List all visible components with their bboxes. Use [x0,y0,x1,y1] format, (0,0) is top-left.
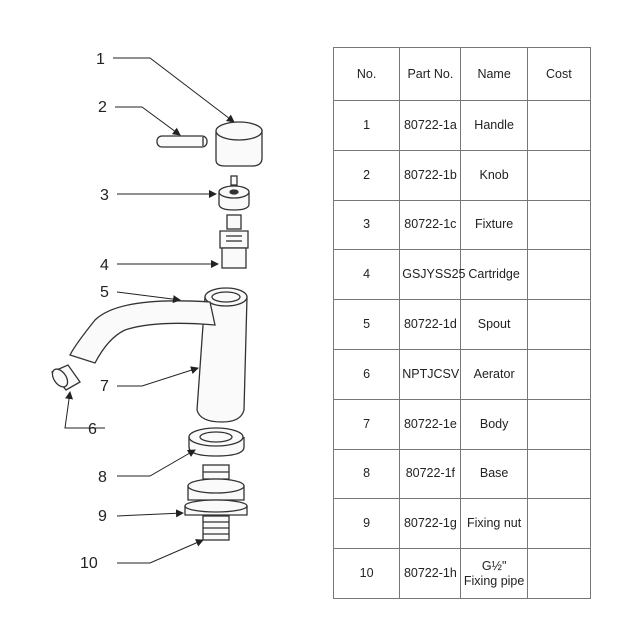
cell-part-no: 80722-1h [399,548,462,599]
cell-no: 9 [332,498,401,550]
leader-line-8 [117,449,196,477]
fixing-pipe-part [202,515,230,541]
parts-table: No. Part No. Name Cost 1 80722-1a Handle… [332,47,592,599]
table-row: 8 80722-1f Base [332,448,592,500]
cell-cost [526,249,592,301]
callout-4: 4 [100,257,109,274]
header-no: No. [332,47,401,101]
cell-part-no: 80722-1d [399,299,462,350]
cell-cost [526,498,592,550]
table-row: 6 NPTJCSV Aerator [332,348,592,400]
cell-cost [526,149,592,201]
cell-no: 2 [332,149,401,201]
spout-part [69,300,216,364]
cell-no: 6 [332,348,401,400]
leader-line-2 [115,106,181,136]
cell-no: 7 [332,398,401,450]
cell-name: Knob [460,149,528,201]
table-row: 2 80722-1b Knob [332,149,592,201]
header-cost: Cost [526,47,592,101]
callout-9: 9 [98,508,107,525]
callout-6: 6 [88,421,97,438]
body-part [196,287,248,423]
leader-line-1 [113,57,235,123]
cell-no: 8 [332,448,401,500]
leader-line-10 [117,539,204,564]
cell-cost [526,348,592,400]
cell-name: Base [460,448,528,500]
cell-name: Aerator [460,348,528,400]
cell-name: Cartridge [460,249,528,301]
leader-line-5 [116,291,181,304]
table-header-row: No. Part No. Name Cost [332,47,592,101]
cell-cost [526,199,592,251]
aerator-part [50,364,81,391]
table-row: 1 80722-1a Handle [332,100,592,151]
cell-no: 4 [332,249,401,301]
callout-5: 5 [100,284,109,301]
leader-line-9 [116,509,184,518]
cell-cost [526,299,592,350]
callout-7: 7 [100,378,109,395]
cell-no: 10 [332,548,401,599]
fixing-nut-part [184,464,248,516]
table-row: 3 80722-1c Fixture [332,199,592,251]
callout-2: 2 [98,99,107,116]
cell-cost [526,100,592,151]
cell-cost [526,398,592,450]
cell-no: 5 [332,299,401,350]
callout-8: 8 [98,469,107,486]
cell-name: Fixture [460,199,528,251]
cell-cost [526,448,592,500]
exploded-faucet-diagram: 1 2 3 4 5 6 7 8 9 10 [50,51,263,572]
cell-name: Spout [460,299,528,350]
table-row: 5 80722-1d Spout [332,299,592,350]
cell-part-no: 80722-1c [399,199,462,251]
table-row: 10 80722-1h G½" Fixing pipe [332,548,592,599]
callout-10: 10 [80,555,98,572]
cartridge-part [219,214,249,269]
knob-part [156,135,208,148]
cell-part-no: 80722-1a [399,100,462,151]
table-row: 4 GSJYSS25 Cartridge [332,249,592,301]
cell-part-no: 80722-1b [399,149,462,201]
table-row: 7 80722-1e Body [332,398,592,450]
cell-cost [526,548,592,599]
handle-part [215,121,263,167]
header-name: Name [460,47,528,101]
cell-part-no: GSJYSS25 [399,249,465,301]
cell-no: 3 [332,199,401,251]
cell-name: Fixing nut [460,498,528,550]
fixture-part [218,175,250,211]
base-part [188,427,245,457]
leader-line-7 [117,366,199,387]
header-part-no: Part No. [399,47,462,101]
callout-1: 1 [96,51,105,68]
cell-part-no: 80722-1e [399,398,462,450]
cell-name: G½" Fixing pipe [460,548,528,599]
table-row: 9 80722-1g Fixing nut [332,498,592,550]
cell-part-no: 80722-1g [399,498,462,550]
cell-part-no: NPTJCSV [399,348,462,400]
cell-name: Body [460,398,528,450]
cell-part-no: 80722-1f [399,448,462,500]
leader-line-6 [64,391,105,429]
cell-no: 1 [332,100,401,151]
callout-3: 3 [100,187,109,204]
cell-name: Handle [460,100,528,151]
